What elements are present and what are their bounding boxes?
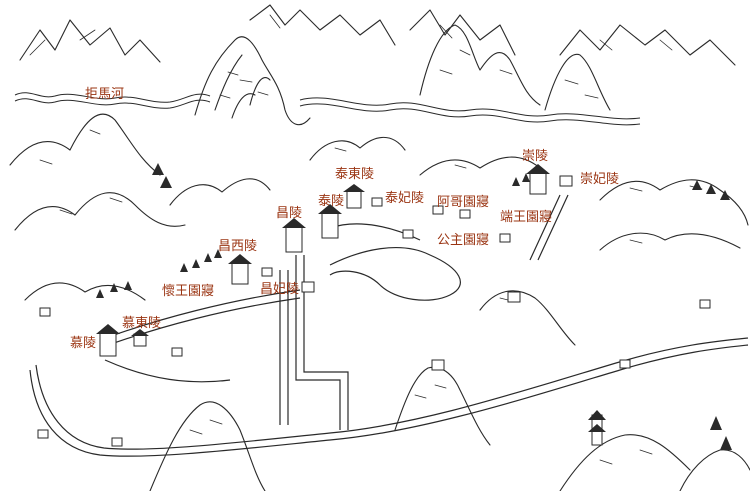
label-tai-east: 泰東陵 [335,166,374,182]
label-huai-prince: 懷王園寢 [162,283,214,299]
label-chang-west: 昌西陵 [218,239,257,254]
label-tai: 泰陵 [318,194,344,209]
label-juma-river: 拒馬河 [85,87,124,102]
small-houses [37,175,711,447]
label-mu: 慕陵 [70,336,96,351]
mid-ridges [9,113,749,346]
label-chong-consort: 崇妃陵 [580,172,619,187]
mu-east-building [131,329,149,347]
mu-building [96,324,120,357]
label-duan-prince: 端王園寢 [500,209,552,225]
far-mountains [19,4,736,66]
foreground-mountains [149,366,750,491]
juma-river [14,92,641,126]
label-age: 阿哥園寢 [437,194,489,210]
label-princess: 公主園寢 [437,232,489,248]
pagoda [588,410,606,446]
label-chang: 昌陵 [276,206,302,221]
tai-east-building [343,184,365,209]
label-chong: 崇陵 [522,149,548,164]
label-tai-consort: 泰妃陵 [385,191,424,206]
chang-west-building [228,254,252,285]
chang-building [282,218,306,253]
chong-building [526,164,550,195]
buildings [37,164,711,447]
labels: 拒馬河 泰東陵 泰陵 泰妃陵 昌陵 昌西陵 昌妃陵 懷王園寢 慕東陵 慕陵 阿哥… [70,87,619,351]
label-mu-east: 慕東陵 [122,315,161,331]
label-chang-consort: 昌妃陵 [260,282,299,297]
central-peak [194,36,311,126]
right-peaks [419,24,611,111]
tai-building [318,204,342,239]
trees [96,163,732,450]
roads [29,194,749,457]
